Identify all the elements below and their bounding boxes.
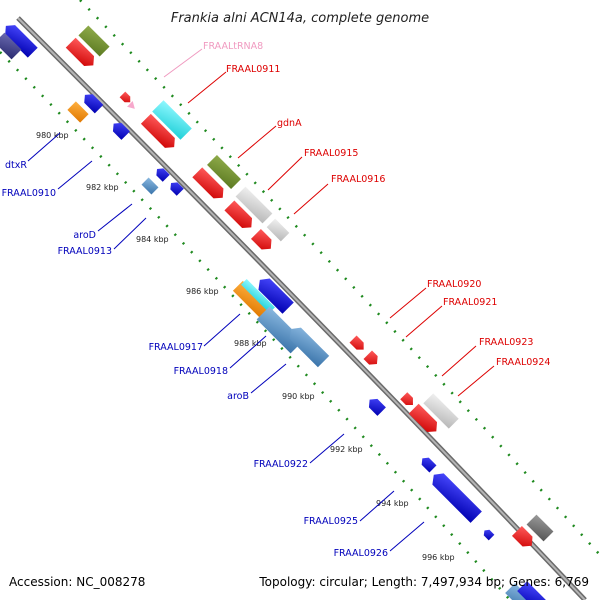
gene-reverse[interactable] [1, 21, 38, 58]
gene-label-FRAAL0918[interactable]: FRAAL0918 [174, 366, 228, 377]
gene-forward[interactable] [192, 167, 227, 202]
gene-label-FRAAL0916[interactable]: FRAAL0916 [331, 174, 385, 185]
gene-label-FRAAL0924[interactable]: FRAAL0924 [496, 357, 550, 368]
gene-reverse[interactable] [517, 581, 547, 600]
gene-label-FRAAL0923[interactable]: FRAAL0923 [479, 337, 533, 348]
gene-forward[interactable] [526, 514, 554, 542]
tick-label: 982 kbp [86, 183, 119, 192]
gene-label-gdnA[interactable]: gdnA [277, 118, 302, 129]
gene-reverse[interactable] [67, 101, 89, 123]
tick-label: 992 kbp [330, 445, 363, 454]
gene-forward[interactable] [250, 228, 276, 254]
gene-reverse[interactable] [419, 455, 437, 473]
kbp-ticks: 980 kbp 982 kbp 984 kbp 986 kbp 988 kbp … [36, 131, 455, 562]
gene-forward[interactable] [408, 403, 442, 437]
gene-reverse[interactable] [482, 528, 495, 541]
gene-label-FRAAL0917[interactable]: FRAAL0917 [149, 342, 203, 353]
tick-label: 988 kbp [234, 339, 267, 348]
gene-reverse[interactable] [254, 274, 294, 314]
genome-summary-text: Topology: circular; Length: 7,497,934 bp… [259, 575, 589, 589]
gene-reverse[interactable] [141, 177, 159, 195]
gene-forward[interactable] [224, 200, 256, 232]
tick-label: 980 kbp [36, 131, 69, 140]
gene-reverse[interactable] [428, 469, 482, 523]
gene-reverse[interactable] [154, 166, 170, 182]
gene-forward[interactable] [152, 100, 192, 140]
outer-tick-ring [79, 0, 600, 556]
gene-reverse[interactable] [232, 280, 272, 320]
gene-label-aroB[interactable]: aroB [227, 391, 249, 402]
gene-reverse[interactable] [285, 323, 330, 368]
gene-forward[interactable] [235, 186, 273, 224]
gene-reverse[interactable] [0, 32, 22, 60]
gene-reverse[interactable] [81, 91, 104, 114]
map-title: Frankia alni ACN14a, complete genome [171, 11, 429, 26]
gene-label-FRAAL0915[interactable]: FRAAL0915 [304, 148, 358, 159]
reverse-labels: dtxR FRAAL0910 aroD FRAAL0913 FRAAL0917 … [2, 160, 388, 559]
gene-label-FRAAL0910[interactable]: FRAAL0910 [2, 188, 56, 199]
gene-forward[interactable] [65, 37, 99, 71]
gene-reverse[interactable] [168, 180, 184, 196]
gene-reverse[interactable] [256, 306, 304, 354]
gene-forward[interactable] [423, 393, 459, 429]
gene-forward[interactable] [266, 218, 290, 242]
gene-forward[interactable] [207, 155, 241, 189]
gene-reverse[interactable] [241, 279, 275, 313]
tick-label: 994 kbp [376, 499, 409, 508]
gene-forward[interactable] [127, 101, 138, 112]
tick-label: 996 kbp [422, 553, 455, 562]
gene-label-FRAALtRNA8[interactable]: FRAALtRNA8 [203, 41, 263, 52]
gene-label-FRAAL0913[interactable]: FRAAL0913 [58, 246, 112, 257]
gene-forward[interactable] [400, 392, 416, 408]
gene-label-FRAAL0921[interactable]: FRAAL0921 [443, 297, 497, 308]
label-connectors [27, 48, 495, 552]
gene-label-FRAAL0920[interactable]: FRAAL0920 [427, 279, 481, 290]
forward-labels: FRAALtRNA8 FRAAL0911 gdnA FRAAL0915 FRAA… [203, 41, 550, 368]
gene-reverse[interactable] [365, 395, 386, 416]
gene-forward[interactable] [78, 25, 110, 57]
gene-forward[interactable] [511, 525, 537, 551]
tick-label: 984 kbp [136, 235, 169, 244]
gene-forward[interactable] [349, 335, 368, 354]
gene-forward[interactable] [363, 350, 382, 369]
gene-label-FRAAL0926[interactable]: FRAAL0926 [334, 548, 388, 559]
gene-label-aroD[interactable]: aroD [73, 230, 96, 241]
gene-label-dtxR[interactable]: dtxR [5, 160, 27, 171]
gene-reverse[interactable] [505, 583, 535, 600]
tick-label: 990 kbp [282, 392, 315, 401]
inner-tick-ring [0, 51, 511, 600]
tick-label: 986 kbp [186, 287, 219, 296]
gene-label-FRAAL0922[interactable]: FRAAL0922 [254, 459, 308, 470]
gene-forward[interactable] [119, 91, 133, 105]
gene-label-FRAAL0911[interactable]: FRAAL0911 [226, 64, 280, 75]
gene-features [0, 21, 554, 600]
gene-forward[interactable] [140, 113, 179, 152]
gene-label-FRAAL0925[interactable]: FRAAL0925 [304, 516, 358, 527]
accession-text: Accession: NC_008278 [9, 575, 146, 589]
genome-backbone [16, 16, 587, 600]
